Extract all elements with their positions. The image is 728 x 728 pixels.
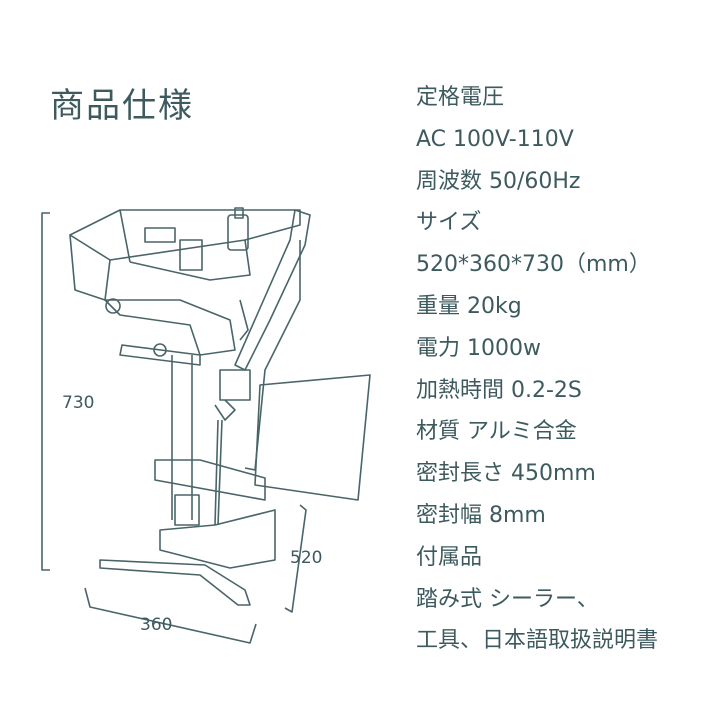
spec-line: 定格電圧	[416, 85, 505, 110]
head-housing	[69, 209, 301, 261]
spec-line: 520*360*730（mm）	[416, 252, 651, 278]
spec-line: 加熱時間 0.2-2S	[416, 377, 582, 403]
spec-line: 工具、日本語取扱説明書	[416, 628, 659, 654]
spec-line: 密封幅 8mm	[416, 502, 546, 528]
width-dimension-label: 360	[140, 615, 173, 635]
sealing-arm	[234, 209, 311, 371]
spec-line: AC 100V-110V	[416, 126, 574, 152]
spec-line: 材質 アルミ合金	[416, 419, 577, 445]
spec-line: 周波数 50/60Hz	[416, 168, 581, 194]
depth-dimension-label: 520	[290, 548, 323, 568]
dimension-lines	[41, 212, 307, 644]
spec-line: サイズ	[416, 210, 482, 236]
height-dimension-label: 730	[62, 393, 95, 413]
spec-line: 重量 20kg	[416, 293, 522, 319]
work-table	[254, 374, 371, 501]
spec-line: 密封長さ 450mm	[416, 461, 596, 487]
spec-line: 付属品	[416, 544, 483, 570]
spec-list: 定格電圧 AC 100V-110V 周波数 50/60Hz サイズ 520*36…	[416, 80, 658, 665]
foot-base	[159, 509, 276, 569]
spec-line: 電力 1000w	[416, 335, 541, 361]
page-title: 商品仕様	[50, 86, 194, 126]
spec-line: 踏み式 シーラー、	[416, 586, 599, 612]
column	[171, 355, 193, 520]
